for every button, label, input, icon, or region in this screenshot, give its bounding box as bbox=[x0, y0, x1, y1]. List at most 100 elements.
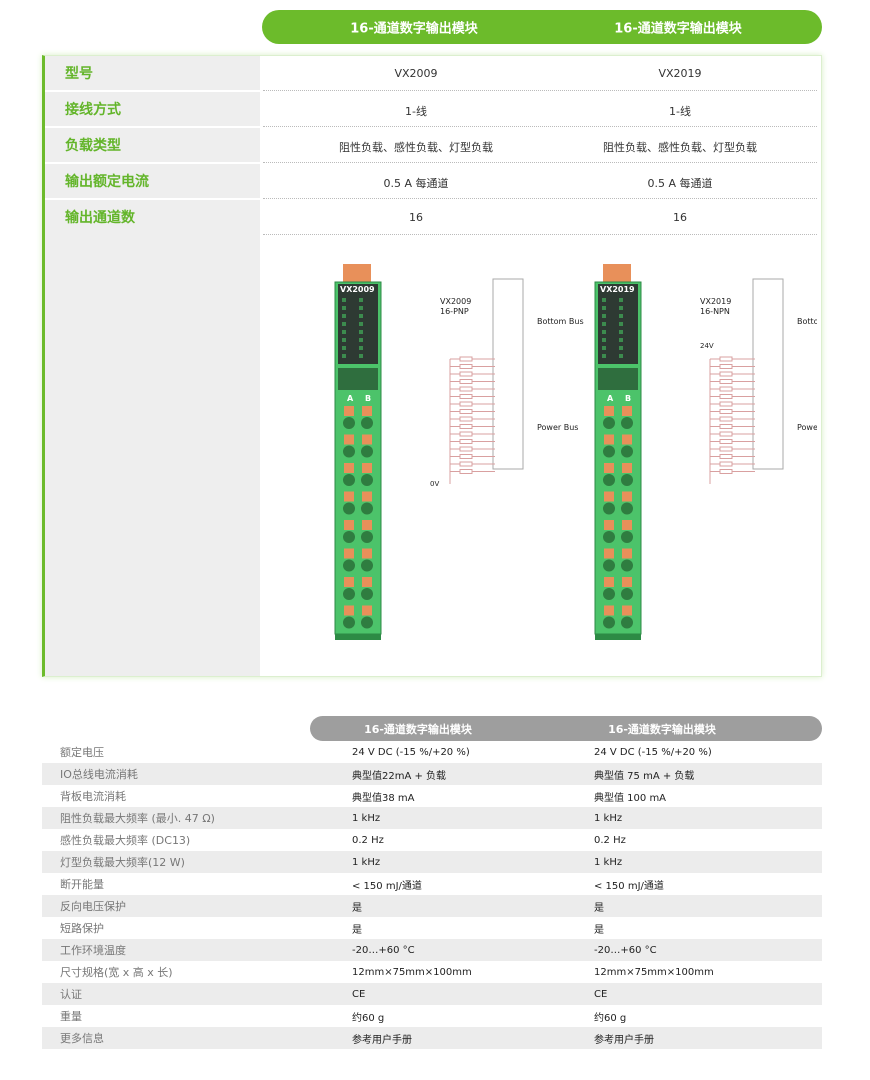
terminal bbox=[604, 491, 614, 502]
terminal bbox=[622, 491, 632, 502]
spec-value-1: 是 bbox=[352, 902, 362, 914]
wire-hole bbox=[343, 559, 355, 572]
module-label: VX2019 bbox=[600, 285, 635, 294]
load-resistor bbox=[459, 386, 473, 392]
led bbox=[359, 330, 363, 334]
spec-row: 额定电压 24 V DC (-15 %/+20 %) 24 V DC (-15 … bbox=[42, 741, 822, 763]
spec-label: 尺寸规格(宽 x 高 x 长) bbox=[60, 966, 173, 979]
overview-panel: 型号 VX2009 VX2019 接线方式 1-线 1-线 负载类型 阻性负载、… bbox=[42, 55, 844, 677]
load-resistor bbox=[719, 469, 733, 474]
spec-value-1: < 150 mJ/通道 bbox=[352, 880, 422, 892]
wire-hole bbox=[361, 588, 373, 600]
terminal-block bbox=[752, 278, 784, 470]
spec-value-1: 0.2 Hz bbox=[352, 834, 384, 846]
wire-hole bbox=[343, 474, 355, 486]
wire-hole bbox=[621, 445, 633, 458]
terminal bbox=[604, 434, 614, 445]
wire-hole bbox=[361, 616, 373, 629]
wire-hole bbox=[621, 531, 633, 543]
load-resistor bbox=[459, 461, 473, 467]
led bbox=[342, 338, 346, 342]
wire-hole bbox=[621, 474, 633, 486]
terminal bbox=[344, 463, 354, 473]
overview-value-1: VX2009 bbox=[394, 67, 438, 80]
wire-hole bbox=[343, 616, 355, 629]
terminal bbox=[622, 577, 632, 587]
spec-label: 额定电压 bbox=[60, 746, 104, 759]
image-label-cell bbox=[45, 234, 260, 676]
overview-value-2: 阻性负载、感性负载、灯型负载 bbox=[603, 141, 757, 154]
load-resistor bbox=[719, 424, 733, 429]
wire-hole bbox=[603, 559, 615, 572]
wire-hole bbox=[603, 616, 615, 629]
load-resistor bbox=[719, 409, 733, 414]
load-resistor bbox=[459, 364, 473, 369]
diagram-model: VX2009 bbox=[440, 297, 471, 306]
terminal bbox=[622, 605, 632, 616]
spec-label: 感性负载最大频率 (DC13) bbox=[60, 834, 191, 847]
overview-label: 接线方式 bbox=[45, 92, 260, 126]
bottom-bus-label: Bottom Bus bbox=[537, 317, 584, 326]
overview-value-2: 0.5 A 每通道 bbox=[647, 177, 713, 190]
spec-value-2: -20…+60 °C bbox=[594, 944, 657, 956]
column-a-label: A bbox=[347, 394, 354, 403]
wire-hole bbox=[621, 588, 633, 600]
load-resistor bbox=[719, 461, 733, 467]
spec-value-1: 约60 g bbox=[352, 1012, 385, 1024]
load-resistor bbox=[719, 394, 733, 399]
wire-hole bbox=[361, 559, 373, 572]
led bbox=[619, 354, 623, 358]
spec-label: 阻性负载最大频率 (最小. 47 Ω) bbox=[60, 812, 215, 825]
power-bus-label: Power Bus bbox=[797, 423, 817, 432]
wire-hole bbox=[621, 417, 633, 429]
wire-hole bbox=[343, 531, 355, 543]
load-resistor bbox=[459, 431, 473, 437]
overview-label: 输出额定电流 bbox=[45, 164, 260, 198]
led bbox=[342, 298, 346, 302]
led bbox=[359, 338, 363, 342]
spec-value-2: 24 V DC (-15 %/+20 %) bbox=[594, 746, 712, 758]
terminal-block bbox=[492, 278, 524, 470]
load-resistor bbox=[459, 401, 473, 407]
spec-label: 短路保护 bbox=[60, 922, 104, 935]
row-divider bbox=[263, 198, 817, 199]
spec-row: 短路保护 是 是 bbox=[42, 917, 822, 939]
led bbox=[602, 338, 606, 342]
load-resistor bbox=[719, 356, 733, 362]
spec-row: 背板电流消耗 典型值38 mA 典型值 100 mA bbox=[42, 785, 822, 807]
terminal bbox=[344, 577, 354, 587]
led bbox=[359, 322, 363, 326]
led bbox=[359, 354, 363, 358]
spec-row: 灯型负载最大频率(12 W) 1 kHz 1 kHz bbox=[42, 851, 822, 873]
specs-header-col2: 16-通道数字输出模块 bbox=[608, 722, 716, 736]
spec-label: 重量 bbox=[60, 1010, 82, 1023]
load-resistor bbox=[459, 454, 473, 459]
terminal bbox=[344, 406, 354, 416]
spec-row: 尺寸规格(宽 x 高 x 长) 12mm×75mm×100mm 12mm×75m… bbox=[42, 961, 822, 983]
wire-hole bbox=[603, 474, 615, 486]
load-resistor bbox=[719, 371, 733, 377]
terminal bbox=[344, 520, 354, 530]
terminal bbox=[604, 520, 614, 530]
spec-value-2: 1 kHz bbox=[594, 856, 623, 868]
load-resistor bbox=[459, 469, 473, 474]
diagram-model: VX2019 bbox=[700, 297, 731, 306]
spec-value-2: 0.2 Hz bbox=[594, 834, 626, 846]
led bbox=[619, 322, 623, 326]
spec-label: 认证 bbox=[60, 988, 82, 1001]
ground-label: 0V bbox=[430, 480, 439, 488]
spec-value-1: 典型值38 mA bbox=[352, 792, 415, 804]
load-resistor bbox=[459, 409, 473, 414]
spec-row: 断开能量 < 150 mJ/通道 < 150 mJ/通道 bbox=[42, 873, 822, 895]
load-resistor bbox=[719, 446, 733, 452]
spec-row: 工作环境温度 -20…+60 °C -20…+60 °C bbox=[42, 939, 822, 961]
row-divider bbox=[263, 126, 817, 127]
row-divider bbox=[263, 90, 817, 91]
terminal bbox=[622, 520, 632, 530]
load-resistor bbox=[459, 356, 473, 362]
spec-label: 断开能量 bbox=[60, 878, 104, 891]
wire-hole bbox=[343, 417, 355, 429]
wire-hole bbox=[361, 531, 373, 543]
spec-value-1: 典型值22mA + 负载 bbox=[352, 770, 447, 782]
